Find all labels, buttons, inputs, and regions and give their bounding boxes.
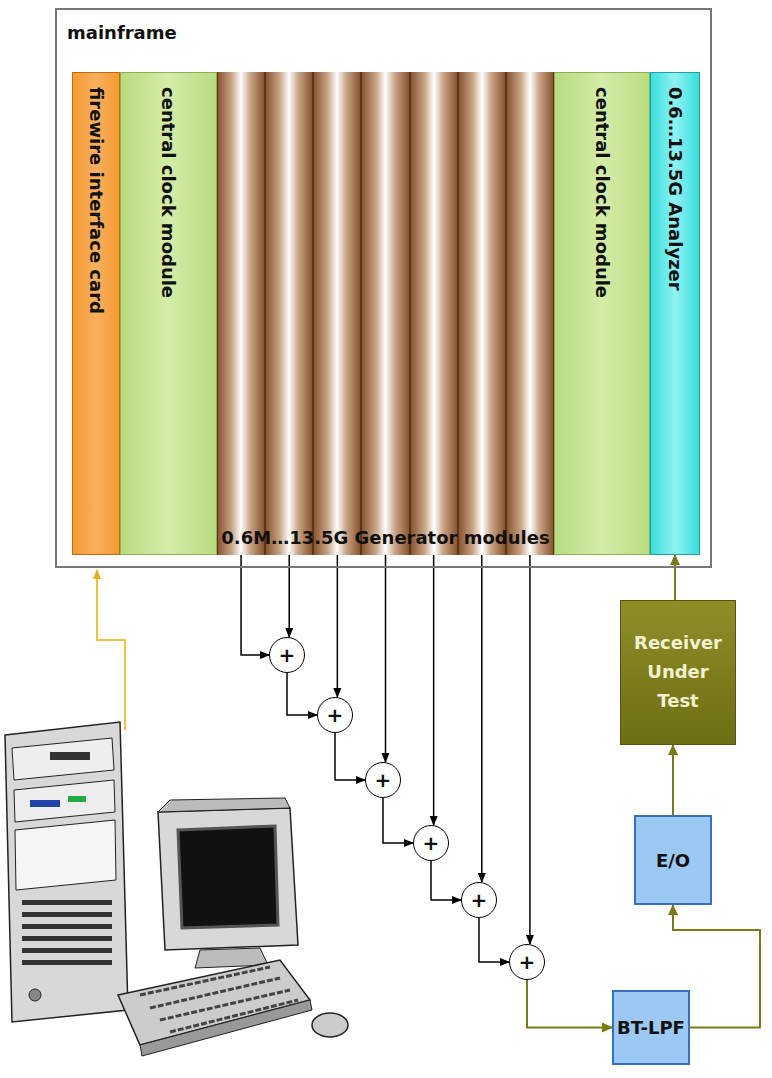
node-label: + bbox=[279, 645, 296, 665]
node-label: + bbox=[519, 952, 536, 972]
connector bbox=[674, 555, 676, 600]
node-label: central clock module bbox=[158, 87, 179, 298]
node-label: central clock module bbox=[592, 87, 613, 298]
mainframe-box: mainframe firewire interface card central … bbox=[55, 8, 712, 568]
connector bbox=[241, 555, 269, 655]
clock-module: central clock module bbox=[120, 72, 217, 555]
generator-strip bbox=[361, 72, 409, 555]
generator-strip bbox=[265, 72, 313, 555]
adder-circle: + bbox=[269, 637, 305, 673]
adder-circle: + bbox=[509, 944, 545, 980]
connector bbox=[385, 555, 387, 762]
converter-box: E/O bbox=[634, 815, 712, 905]
clock-module: central clock module bbox=[554, 72, 650, 555]
connector bbox=[335, 733, 365, 780]
node-label: + bbox=[471, 890, 488, 910]
connector bbox=[433, 555, 435, 825]
connector bbox=[481, 555, 483, 882]
adder-circle: + bbox=[413, 825, 449, 861]
node-label: 0.6M…13.5G Generator modules bbox=[217, 527, 554, 550]
tower-pc bbox=[5, 722, 128, 1022]
monitor bbox=[158, 798, 298, 968]
adder-circle: + bbox=[317, 697, 353, 733]
connector bbox=[479, 918, 509, 962]
generator-strip bbox=[217, 72, 265, 555]
connector bbox=[431, 861, 461, 900]
generator-strip bbox=[506, 72, 554, 555]
generator-strip bbox=[458, 72, 506, 555]
node-label: + bbox=[423, 833, 440, 853]
node-label: firewire interface card bbox=[86, 87, 107, 314]
connector bbox=[287, 673, 317, 715]
adder-circle: + bbox=[365, 762, 401, 798]
analyzer-module: 0.6…13.5G Analyzer bbox=[650, 72, 700, 555]
node-label: 0.6…13.5G Analyzer bbox=[665, 87, 686, 291]
node-label: E/O bbox=[656, 850, 690, 871]
generator-strip bbox=[410, 72, 458, 555]
connector bbox=[527, 980, 612, 1028]
device-box: Receiver Under Test bbox=[620, 600, 736, 745]
connector bbox=[337, 555, 339, 697]
generator-band: 0.6M…13.5G Generator modules bbox=[217, 72, 554, 555]
connector bbox=[383, 798, 413, 843]
filter-box: BT-LPF bbox=[612, 990, 690, 1065]
node-label: + bbox=[327, 705, 344, 725]
generator-strip bbox=[313, 72, 361, 555]
adder-circle: + bbox=[461, 882, 497, 918]
firewire-cable bbox=[97, 570, 125, 730]
node-label: Receiver Under Test bbox=[621, 629, 735, 715]
interface-card: firewire interface card bbox=[72, 72, 120, 555]
node-label: mainframe bbox=[67, 22, 177, 43]
connector bbox=[529, 555, 531, 944]
connector bbox=[672, 745, 674, 815]
keyboard bbox=[118, 960, 348, 1056]
node-label: BT-LPF bbox=[617, 1017, 685, 1038]
node-label: + bbox=[375, 770, 392, 790]
